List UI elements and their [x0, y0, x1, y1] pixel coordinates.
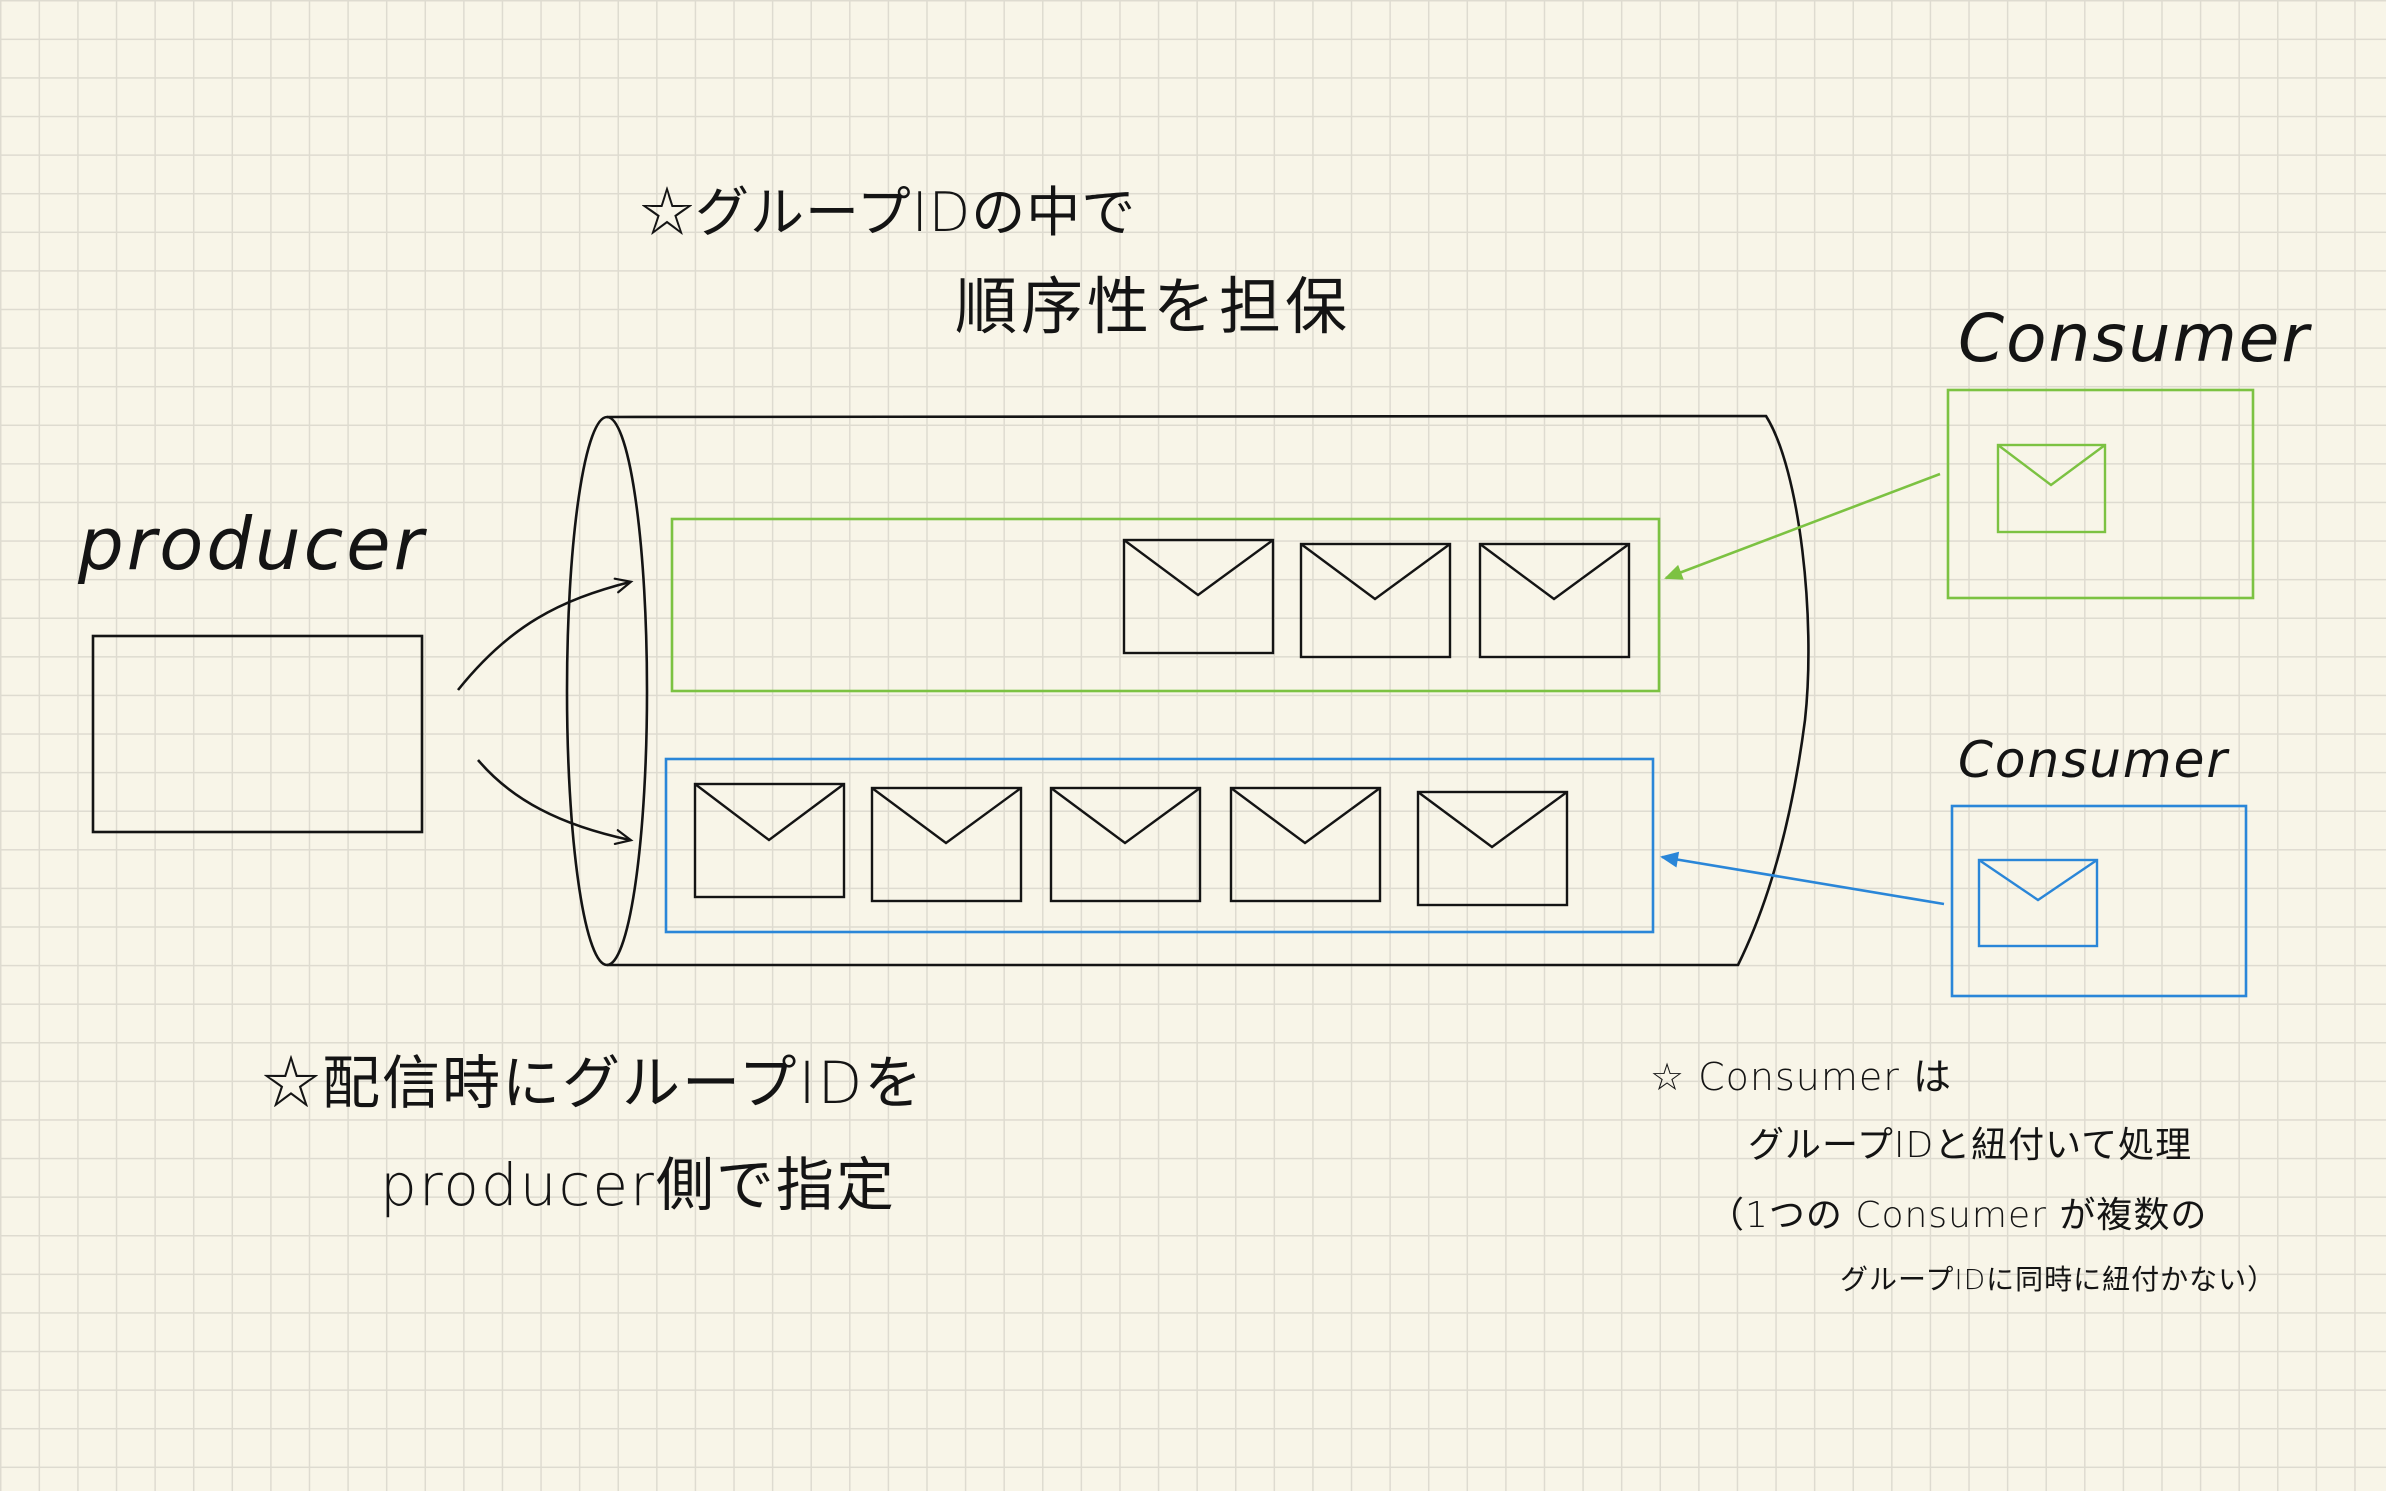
envelope-icon — [693, 782, 846, 899]
envelope-icon — [870, 786, 1023, 903]
envelope-icon — [1478, 542, 1631, 659]
consumer-green-box — [1946, 388, 2255, 600]
note-consumer-line4: グループIDに同時に紐付かない） — [1840, 1263, 2277, 1296]
consumer-blue-label: Consumer — [1958, 731, 2229, 789]
envelope-icon — [1977, 858, 2099, 948]
blue-group-lane — [664, 757, 1655, 934]
envelope-icon — [1299, 542, 1452, 659]
green-group-lane — [670, 517, 1661, 693]
producer-box — [91, 634, 424, 834]
envelope-icon — [1416, 790, 1569, 907]
note-consumer-line1: ☆ Consumer は — [1650, 1055, 1952, 1099]
note-ordering-line2: 順序性を担保 — [955, 270, 1352, 343]
envelope-icon — [1229, 786, 1382, 903]
envelope-icon — [1996, 443, 2107, 534]
envelope-icon — [1122, 538, 1275, 655]
envelope-icon — [1049, 786, 1202, 903]
consumer-green-arrow — [1664, 472, 1941, 580]
note-consumer-line3: （1つの Consumer が複数の — [1708, 1195, 2208, 1236]
note-ordering-line1: ☆グループIDの中で — [640, 181, 1137, 244]
note-producer-line1: ☆配信時にグループIDを — [262, 1049, 925, 1117]
producer-arrow-to-blue-group — [477, 759, 634, 846]
consumer-blue-arrow — [1660, 851, 1945, 906]
note-consumer-line2: グループIDと紐付いて処理 — [1748, 1125, 2193, 1166]
queue-cylinder — [565, 414, 1810, 967]
green-group-messages — [1122, 538, 1631, 659]
consumer-green-label: Consumer — [1958, 300, 2311, 377]
producer-arrow-to-green-group — [456, 577, 634, 691]
note-producer-line2: producer側で指定 — [380, 1151, 896, 1219]
consumer-blue-box — [1950, 804, 2248, 998]
blue-group-messages — [693, 782, 1569, 907]
producer-label: producer — [78, 502, 427, 586]
